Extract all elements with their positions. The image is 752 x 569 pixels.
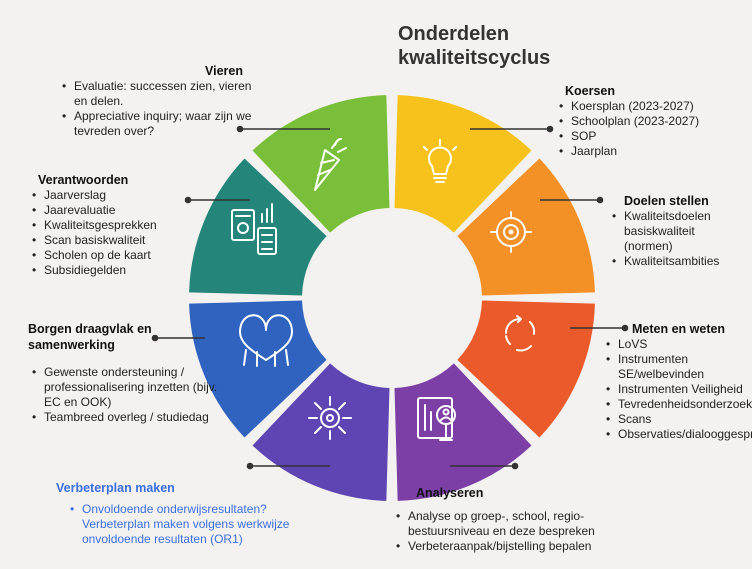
section-doelen: Doelen stellen Kwaliteitsdoelen basiskwa… [596,193,746,269]
list-item: Schoolplan (2023-2027) [559,114,745,129]
list-item: Scholen op de kaart [32,248,198,263]
list-item: Evaluatie: successen zien, vieren en del… [62,79,258,109]
list-item: Scan basiskwaliteit [32,233,198,248]
section-title-analyseren: Analyseren [416,486,484,500]
list-verbeterplan: Onvoldoende onderwijsresultaten? Verbete… [56,502,316,547]
section-title-verbeterplan: Verbeterplan maken [56,481,175,495]
list-meten: LoVS Instrumenten SE/welbevinden Instrum… [596,337,752,442]
party-popper-icon [314,138,347,191]
section-title-borgen: Borgen draagvlak en samenwerking [28,322,152,352]
list-item: Verbeteraanpak/bijstelling bepalen [396,539,652,554]
list-item: Instrumenten Veiligheid [606,382,752,397]
list-item: Tevredenheidsonderzoeken [606,397,752,412]
lightbulb-icon [423,139,457,183]
report-calculator-icon [231,203,277,255]
target-icon [490,211,532,253]
list-item: Kwaliteitsdoelen basiskwaliteit (normen) [612,209,746,254]
list-item: SOP [559,129,745,144]
list-verantwoorden: Jaarverslag Jaarevaluatie Kwaliteitsgesp… [28,188,198,278]
list-item: Jaarevaluatie [32,203,198,218]
section-koersen: Koersen Koersplan (2023-2027) Schoolplan… [555,83,745,159]
list-item: Scans [606,412,752,427]
section-title-vieren: Vieren [205,64,243,78]
title-line-1: Onderdelen [398,23,510,45]
section-vieren: Vieren Evaluatie: successen zien, vieren… [58,63,258,139]
cycle-arrows-icon [505,315,536,352]
section-title-meten: Meten en weten [632,322,726,336]
segment-meten [457,300,595,438]
magnifier-person-icon [417,397,456,441]
list-item: Teambreed overleg / studiedag [32,410,218,425]
list-item: Observaties/dialooggesprekken [606,427,752,442]
page-title: Onderdelen kwaliteitscyclus [398,22,550,70]
list-item: Jaarplan [559,144,745,159]
section-title-doelen: Doelen stellen [624,194,709,208]
section-title-verantwoorden: Verantwoorden [38,173,129,187]
section-borgen: Borgen draagvlak en samenwerking Gewenst… [28,321,218,425]
list-item: Onvoldoende onderwijsresultaten? Verbete… [70,502,316,547]
list-koersen: Koersplan (2023-2027) Schoolplan (2023-2… [555,99,745,159]
list-item: Gewenste ondersteuning / professionalise… [32,365,218,410]
section-verbeterplan: Verbeterplan maken Onvoldoende onderwijs… [56,480,316,547]
gear-arrows-icon [308,396,352,440]
section-meten: Meten en weten LoVS Instrumenten SE/welb… [596,321,752,442]
list-item: Jaarverslag [32,188,198,203]
list-item: LoVS [606,337,752,352]
segment-doelen [457,158,595,296]
list-item: Subsidiegelden [32,263,198,278]
list-analyseren: Analyse op groep-, school, regio-bestuur… [392,509,652,554]
section-title-koersen: Koersen [565,84,616,98]
section-verantwoorden: Verantwoorden Jaarverslag Jaarevaluatie … [28,172,198,278]
title-line-2: kwaliteitscyclus [398,47,551,69]
section-analyseren: Analyseren Analyse op groep-, school, re… [392,485,652,554]
list-doelen: Kwaliteitsdoelen basiskwaliteit (normen)… [596,209,746,269]
list-item: Kwaliteitsambities [612,254,746,269]
list-item: Instrumenten SE/welbevinden [606,352,752,382]
list-vieren: Evaluatie: successen zien, vieren en del… [58,79,258,139]
list-item: Analyse op groep-, school, regio-bestuur… [396,509,652,539]
list-item: Koersplan (2023-2027) [559,99,745,114]
list-item: Kwaliteitsgesprekken [32,218,198,233]
raised-hands-icon [239,314,293,367]
list-borgen: Gewenste ondersteuning / professionalise… [28,365,218,425]
segment-verantwoorden [189,158,327,296]
list-item: Appreciative inquiry; waar zijn we tevre… [62,109,258,139]
